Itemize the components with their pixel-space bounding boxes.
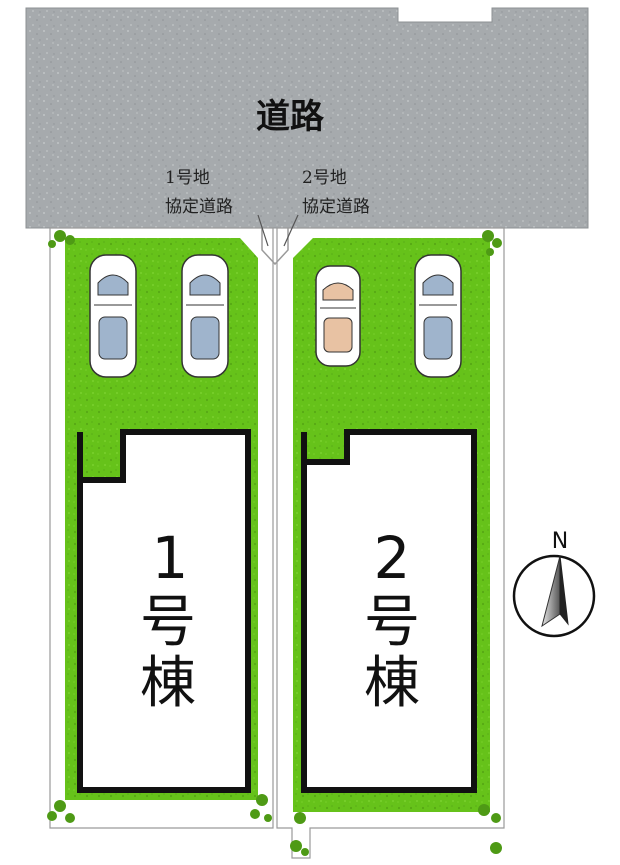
compass-north-label: N xyxy=(552,529,568,554)
lot-1-access-label-line-1: 1号地 xyxy=(165,168,210,188)
lot-1-access-label-line-2: 協定道路 xyxy=(165,197,233,217)
building-2-number: 2 xyxy=(374,524,411,592)
building-1-outline xyxy=(77,429,251,793)
building-2-label-go: 号 xyxy=(364,590,420,655)
building-2-outline xyxy=(301,429,477,793)
shrub-icon xyxy=(47,230,502,856)
access-road-pointer-2 xyxy=(283,214,299,247)
lot-2-access-label-line-1: 2号地 xyxy=(302,168,347,188)
building-1-number: 1 xyxy=(152,524,189,592)
access-road-pointer-1 xyxy=(257,214,269,247)
car-icon xyxy=(414,254,462,378)
building-1-label-go: 号 xyxy=(140,590,196,655)
car-icon xyxy=(315,265,361,367)
car-icon xyxy=(89,254,137,378)
lot-2-access-label-line-2: 協定道路 xyxy=(302,197,370,217)
car-icon xyxy=(181,254,229,378)
road-label: 道路 xyxy=(256,97,325,137)
compass: N xyxy=(512,529,596,638)
building-1-label-to: 棟 xyxy=(140,651,196,716)
access-road-lines xyxy=(261,228,289,266)
building-2-label-to: 棟 xyxy=(364,651,420,716)
